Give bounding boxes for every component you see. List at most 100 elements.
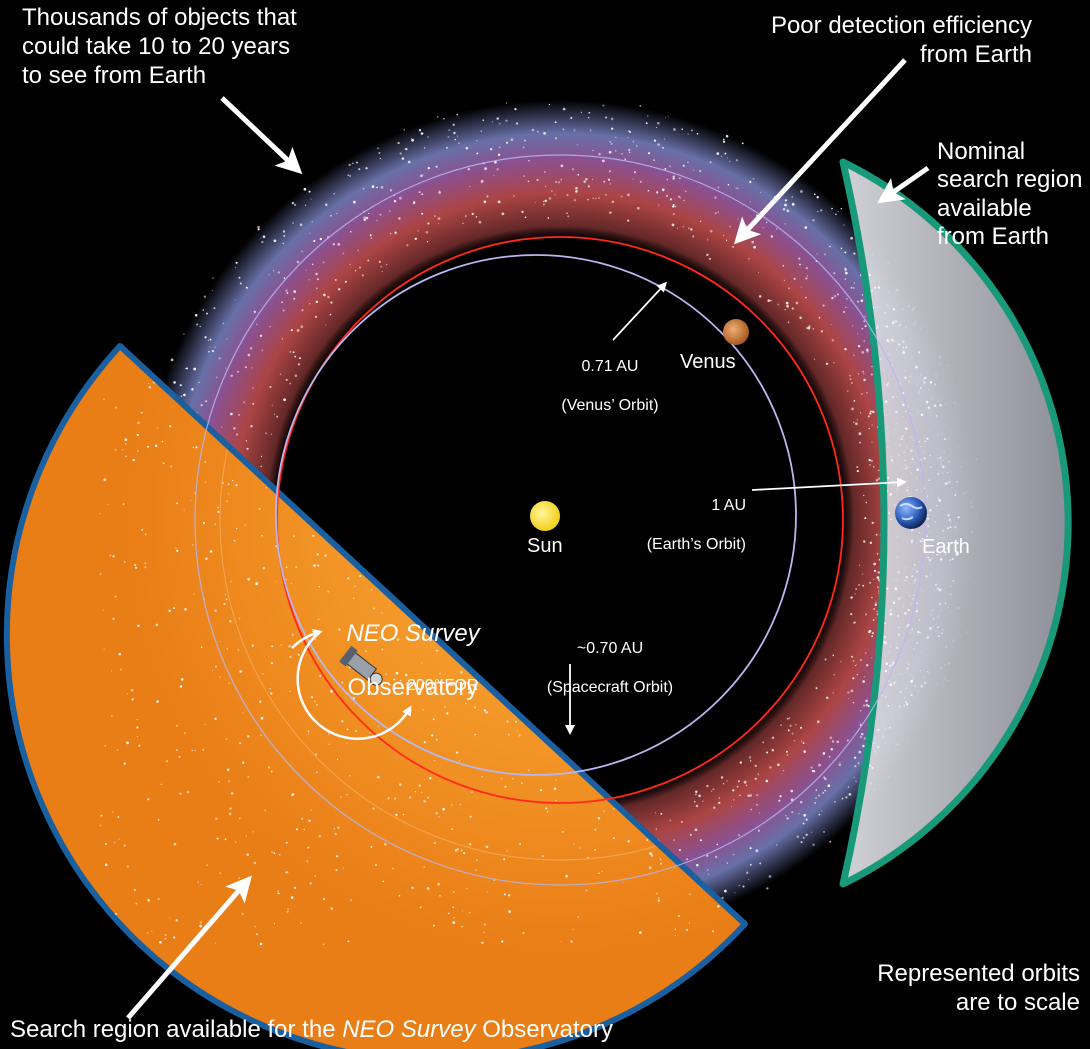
- asteroid-dot: [235, 261, 238, 264]
- asteroid-dot: [342, 252, 345, 255]
- asteroid-dot: [863, 340, 866, 342]
- asteroid-dot: [890, 338, 893, 341]
- asteroid-dot: [693, 169, 695, 171]
- asteroid-dot: [575, 190, 578, 193]
- asteroid-dot: [883, 311, 886, 314]
- asteroid-dot: [348, 163, 351, 167]
- asteroid-dot: [913, 563, 916, 566]
- asteroid-dot: [325, 203, 328, 206]
- asteroid-dot: [583, 180, 586, 183]
- asteroid-dot: [871, 365, 873, 368]
- asteroid-dot: [589, 129, 592, 132]
- asteroid-dot: [409, 796, 412, 799]
- asteroid-dot: [168, 609, 171, 612]
- asteroid-dot: [104, 863, 108, 867]
- asteroid-dot: [786, 304, 789, 308]
- asteroid-dot: [475, 216, 478, 218]
- asteroid-dot: [399, 152, 402, 155]
- asteroid-dot: [795, 723, 797, 726]
- asteroid-dot: [261, 535, 263, 537]
- asteroid-dot: [501, 940, 504, 943]
- asteroid-dot: [193, 367, 197, 371]
- asteroid-dot: [291, 633, 294, 636]
- asteroid-dot: [228, 780, 231, 783]
- asteroid-dot: [465, 146, 469, 150]
- asteroid-dot: [239, 282, 242, 285]
- asteroid-dot: [876, 576, 880, 579]
- asteroid-dot: [307, 730, 310, 733]
- asteroid-dot: [229, 619, 232, 623]
- asteroid-dot: [136, 726, 139, 729]
- asteroid-dot: [748, 878, 750, 880]
- asteroid-dot: [849, 374, 851, 377]
- asteroid-dot: [496, 117, 499, 120]
- asteroid-dot: [810, 766, 813, 769]
- asteroid-dot: [824, 253, 827, 256]
- asteroid-dot: [609, 211, 612, 214]
- asteroid-dot: [363, 216, 366, 219]
- asteroid-dot: [838, 763, 842, 767]
- asteroid-dot: [847, 786, 850, 788]
- asteroid-dot: [853, 400, 856, 402]
- asteroid-dot: [483, 923, 486, 926]
- asteroid-dot: [876, 552, 879, 555]
- asteroid-dot: [209, 338, 212, 341]
- asteroid-dot: [313, 239, 316, 243]
- asteroid-dot: [316, 553, 319, 556]
- asteroid-dot: [785, 750, 788, 753]
- venus-orbit-caption: (Venus’ Orbit): [561, 396, 659, 414]
- asteroid-dot: [573, 129, 576, 132]
- asteroid-dot: [863, 540, 866, 543]
- asteroid-dot: [372, 607, 375, 610]
- asteroid-dot: [245, 286, 248, 289]
- asteroid-dot: [944, 553, 946, 555]
- asteroid-dot: [873, 411, 875, 414]
- asteroid-dot: [299, 357, 301, 360]
- asteroid-dot: [931, 610, 934, 612]
- asteroid-dot: [159, 941, 162, 944]
- asteroid-dot: [354, 730, 357, 732]
- asteroid-dot: [287, 908, 289, 910]
- asteroid-dot: [603, 810, 605, 813]
- asteroid-dot: [370, 845, 373, 848]
- asteroid-dot: [829, 736, 833, 740]
- asteroid-dot: [922, 540, 924, 543]
- asteroid-dot: [235, 433, 239, 436]
- asteroid-dot: [314, 638, 317, 641]
- asteroid-dot: [843, 310, 846, 314]
- spacecraft-icon: [339, 645, 383, 686]
- asteroid-dot: [823, 776, 825, 779]
- asteroid-dot: [892, 308, 896, 311]
- asteroid-dot: [816, 253, 818, 255]
- asteroid-dot: [928, 479, 930, 481]
- asteroid-dot: [920, 445, 922, 448]
- asteroid-dot: [853, 421, 855, 424]
- asteroid-dot: [394, 231, 397, 234]
- asteroid-dot: [506, 141, 509, 144]
- asteroid-dot: [278, 853, 281, 856]
- asteroid-dot: [886, 339, 890, 342]
- asteroid-dot: [484, 167, 487, 170]
- asteroid-dot: [737, 218, 739, 220]
- asteroid-dot: [285, 378, 288, 382]
- asteroid-dot: [598, 152, 601, 156]
- asteroid-dot: [261, 240, 264, 244]
- asteroid-dot: [309, 882, 312, 885]
- asteroid-dot: [231, 479, 234, 482]
- asteroid-dot: [942, 459, 944, 461]
- asteroid-dot: [871, 441, 873, 443]
- asteroid-dot: [864, 324, 867, 328]
- asteroid-dot: [475, 859, 478, 862]
- asteroid-dot: [863, 320, 866, 323]
- asteroid-dot: [910, 541, 913, 544]
- asteroid-dot: [456, 848, 459, 851]
- asteroid-dot: [830, 323, 832, 325]
- asteroid-dot: [895, 410, 898, 414]
- field-of-regard-arc-start: [291, 628, 323, 649]
- earth-orbit-value: 1 AU: [711, 497, 746, 515]
- asteroid-dot: [573, 843, 575, 845]
- asteroid-dot: [889, 664, 892, 667]
- asteroid-dot: [722, 138, 725, 141]
- arrow-venus-orbit: [612, 281, 668, 341]
- asteroid-dot: [389, 189, 393, 192]
